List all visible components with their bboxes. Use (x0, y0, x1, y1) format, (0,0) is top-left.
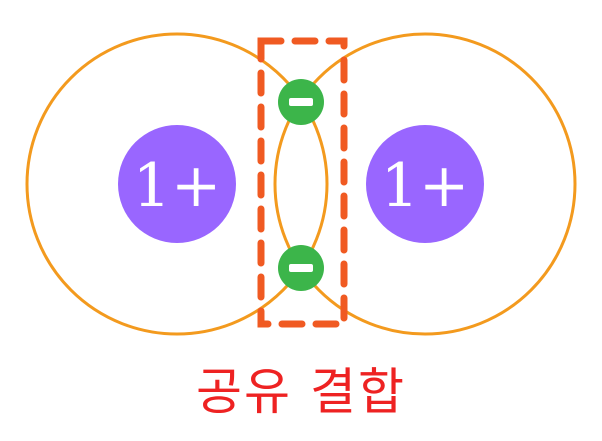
shared-pair-box (257, 37, 348, 328)
right-electron-shell (273, 32, 577, 336)
electron-top (278, 79, 324, 125)
left-nucleus (118, 125, 236, 243)
left-electron-shell (25, 32, 329, 336)
left-nucleus-label: 1+ (133, 151, 221, 221)
minus-icon (289, 264, 313, 272)
electron-bottom (278, 245, 324, 291)
caption: 공유 결합 (196, 363, 406, 421)
right-nucleus (366, 125, 484, 243)
minus-icon (289, 98, 313, 106)
right-nucleus-label: 1+ (381, 151, 469, 221)
